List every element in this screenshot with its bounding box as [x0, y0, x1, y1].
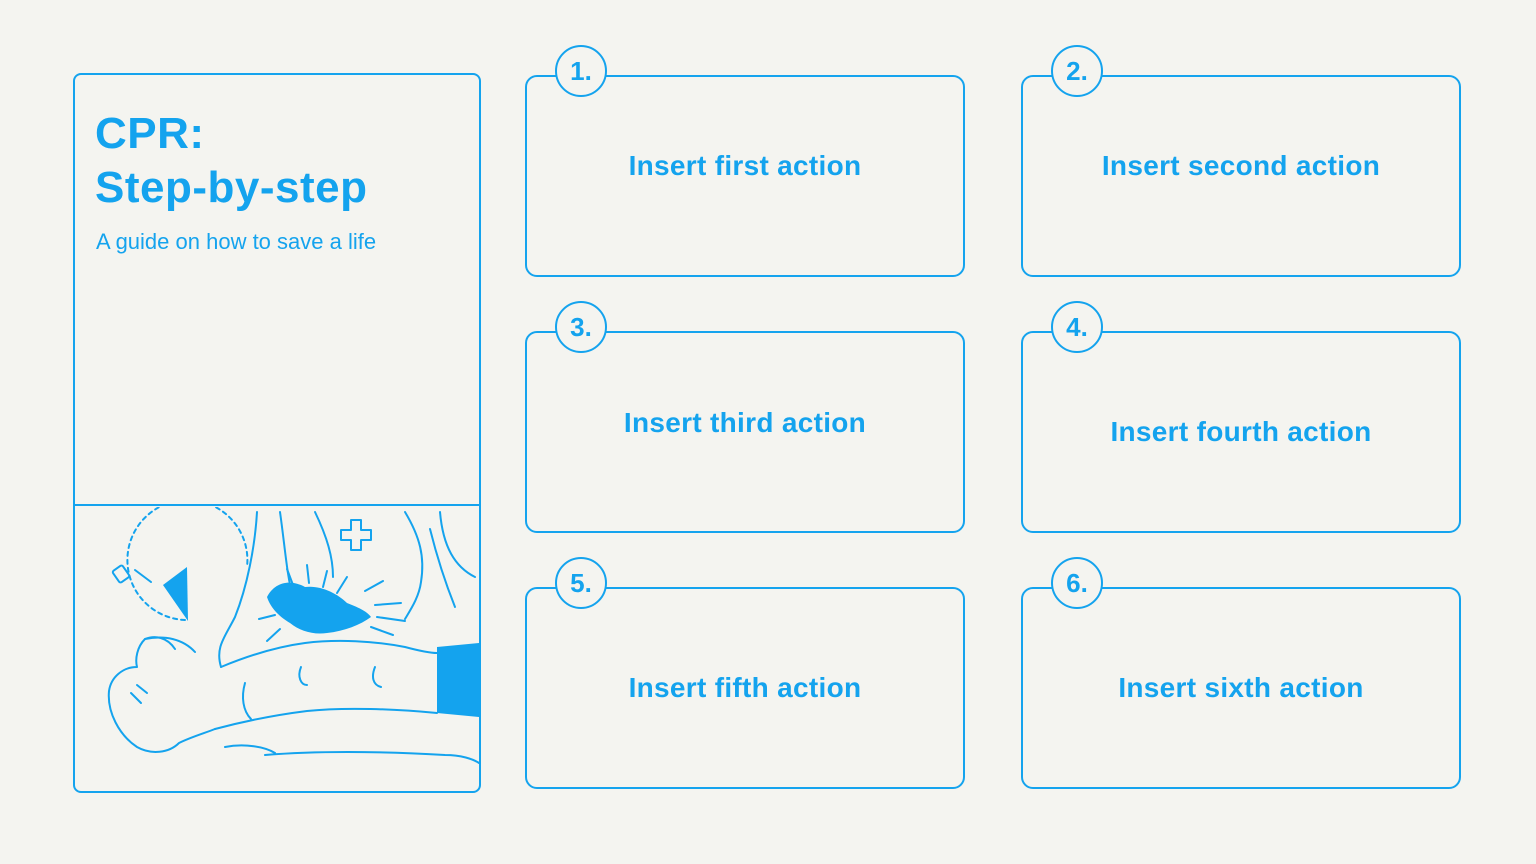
stopwatch-icon: [111, 507, 249, 621]
step-card-1: 1. Insert first action: [525, 45, 965, 277]
step-label: Insert second action: [1101, 150, 1381, 181]
title-line-1: CPR:: [95, 109, 205, 158]
panel-divider: [75, 504, 479, 506]
step-number-badge: 4.: [1051, 301, 1103, 353]
page-subtitle: A guide on how to save a life: [96, 229, 377, 254]
page-title: CPR: Step-by-step: [95, 107, 367, 215]
title-line-2: Step-by-step: [95, 163, 368, 212]
step-number-badge: 2.: [1051, 45, 1103, 97]
step-label: Insert fifth action: [628, 672, 862, 703]
step-label: Insert sixth action: [1118, 672, 1364, 703]
step-card-4: 4. Insert fourth action: [1021, 301, 1461, 533]
cpr-illustration: [107, 507, 479, 764]
step-card-5: 5. Insert fifth action: [525, 557, 965, 789]
step-label: Insert fourth action: [1110, 416, 1372, 447]
step-card-6: 6. Insert sixth action: [1021, 557, 1461, 789]
step-label: Insert first action: [628, 150, 862, 181]
step-number-badge: 3.: [555, 301, 607, 353]
medical-cross-icon: [340, 519, 372, 551]
intro-panel: CPR: Step-by-step A guide on how to save…: [73, 73, 481, 793]
step-label: Insert third action: [623, 407, 867, 438]
step-number-badge: 5.: [555, 557, 607, 609]
step-number-badge: 6.: [1051, 557, 1103, 609]
step-number-badge: 1.: [555, 45, 607, 97]
step-card-3: 3. Insert third action: [525, 301, 965, 533]
step-card-2: 2. Insert second action: [1021, 45, 1461, 277]
